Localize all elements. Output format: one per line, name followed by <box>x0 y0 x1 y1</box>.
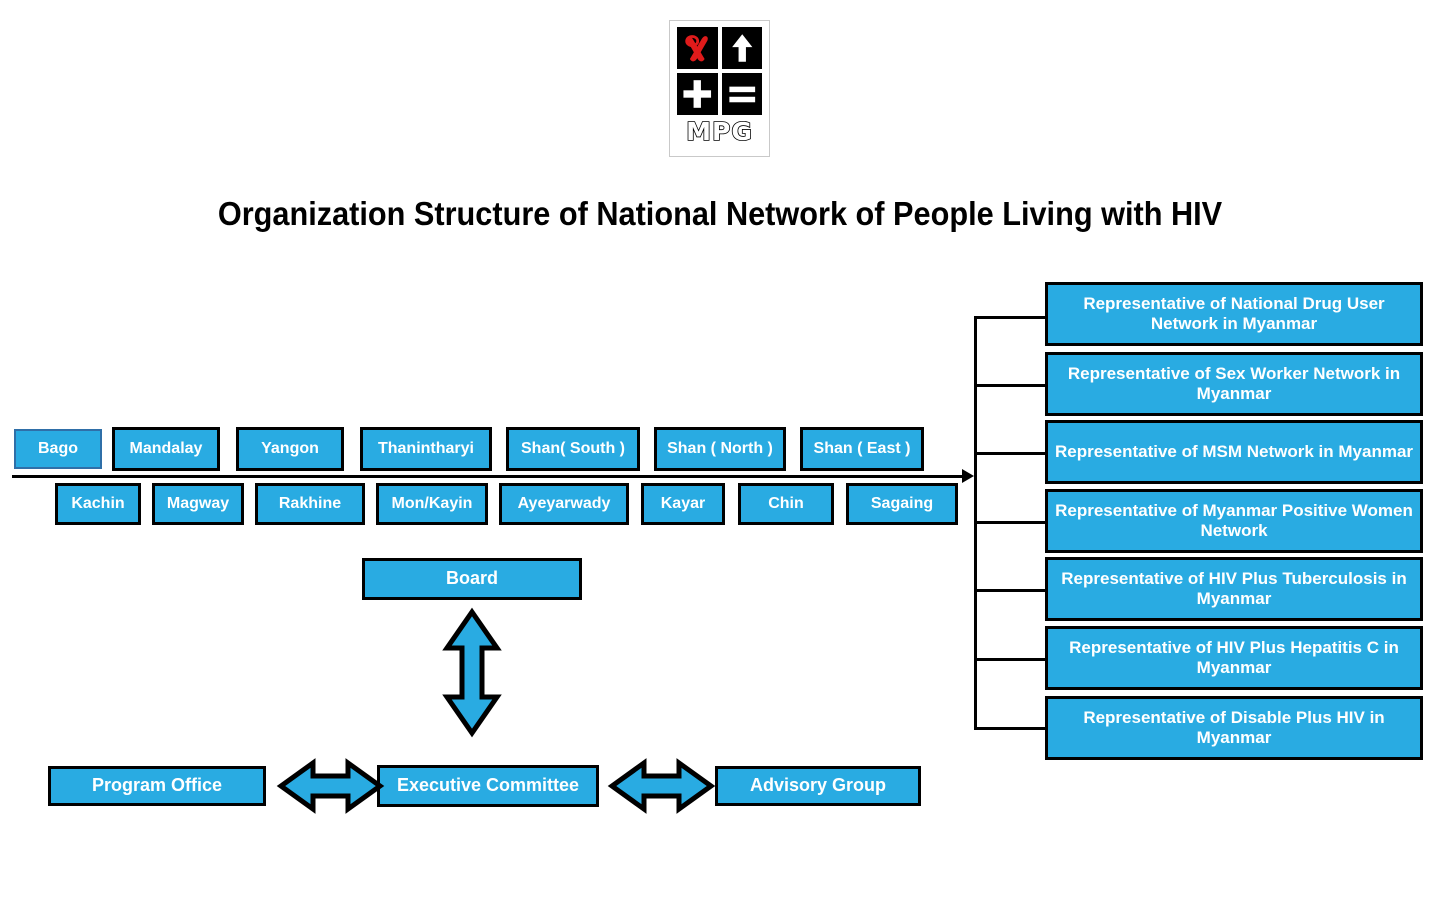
region-label: Bago <box>38 439 78 457</box>
red-aids-ribbon-icon <box>677 27 718 69</box>
region-box-shan-south[interactable]: Shan( South ) <box>506 427 640 471</box>
rep-box-msm-network[interactable]: Representative of MSM Network in Myanmar <box>1045 420 1423 484</box>
rep-label: Representative of Sex Worker Network in … <box>1067 363 1401 403</box>
region-label: Shan ( North ) <box>667 439 773 457</box>
trunk-arrow-head-icon <box>962 469 974 483</box>
region-label: Rakhine <box>278 494 342 512</box>
bracket-stub-7 <box>974 727 1046 730</box>
advisory-group-box[interactable]: Advisory Group <box>715 766 921 806</box>
region-label: Thanintharyi <box>377 439 474 457</box>
executive-committee-label: Executive Committee <box>396 775 580 796</box>
plus-sign-icon <box>677 73 718 115</box>
rep-label: Representative of MSM Network in Myanmar <box>1054 441 1414 461</box>
bracket-stub-6 <box>974 658 1046 661</box>
region-box-magway[interactable]: Magway <box>152 483 244 525</box>
region-box-shan-east[interactable]: Shan ( East ) <box>800 427 924 471</box>
region-box-kayar[interactable]: Kayar <box>641 483 725 525</box>
regions-trunk-line <box>12 475 964 478</box>
region-box-ayeyarwady[interactable]: Ayeyarwady <box>499 483 629 525</box>
rep-label: Representative of Disable Plus HIV in My… <box>1083 707 1385 747</box>
region-box-sagaing[interactable]: Sagaing <box>846 483 958 525</box>
region-label: Mon/Kayin <box>391 494 473 512</box>
rep-label: Representative of National Drug User Net… <box>1083 293 1385 333</box>
region-box-rakhine[interactable]: Rakhine <box>255 483 365 525</box>
bracket-stub-1 <box>974 316 1046 319</box>
board-exec-double-arrow-icon <box>442 607 502 738</box>
up-arrow-icon <box>721 27 762 69</box>
rep-label: Representative of Myanmar Positive Women… <box>1055 500 1413 540</box>
bracket-stub-3 <box>974 452 1046 455</box>
rep-box-sex-worker-network[interactable]: Representative of Sex Worker Network in … <box>1045 352 1423 416</box>
executive-committee-box[interactable]: Executive Committee <box>377 765 599 807</box>
region-label: Mandalay <box>129 439 203 457</box>
logo-wordmark: MPG <box>685 116 753 147</box>
rep-box-hiv-plus-tuberculosis[interactable]: Representative of HIV Plus Tuberculosis … <box>1045 557 1423 621</box>
advisory-group-label: Advisory Group <box>749 775 887 796</box>
region-label: Magway <box>166 494 230 512</box>
board-box[interactable]: Board <box>362 558 582 600</box>
rep-box-national-drug-user-network[interactable]: Representative of National Drug User Net… <box>1045 282 1423 346</box>
region-label: Kayar <box>660 494 706 512</box>
region-label: Shan ( East ) <box>813 439 911 457</box>
region-label: Ayeyarwady <box>517 494 611 512</box>
region-label: Yangon <box>261 439 319 457</box>
region-box-thanintharyi[interactable]: Thanintharyi <box>360 427 492 471</box>
mpg-logo: MPG <box>669 20 770 157</box>
program-office-box[interactable]: Program Office <box>48 766 266 806</box>
board-label: Board <box>445 568 498 589</box>
region-box-bago[interactable]: Bago <box>14 429 102 469</box>
region-label: Sagaing <box>870 494 934 512</box>
bracket-stub-4 <box>974 521 1046 524</box>
rep-box-myanmar-positive-women-network[interactable]: Representative of Myanmar Positive Women… <box>1045 489 1423 553</box>
logo-icon-grid <box>677 27 762 115</box>
region-box-shan-north[interactable]: Shan ( North ) <box>654 427 786 471</box>
exec-advisory-double-arrow-icon <box>607 758 716 814</box>
rep-label: Representative of HIV Plus Tuberculosis … <box>1061 568 1407 608</box>
region-box-chin[interactable]: Chin <box>738 483 834 525</box>
region-label: Kachin <box>71 494 125 512</box>
program-exec-double-arrow-icon <box>276 758 385 814</box>
page-title: Organization Structure of National Netwo… <box>217 195 1223 232</box>
region-box-yangon[interactable]: Yangon <box>236 427 344 471</box>
rep-box-hiv-plus-hepatitis-c[interactable]: Representative of HIV Plus Hepatitis C i… <box>1045 626 1423 690</box>
region-label: Shan( South ) <box>521 439 625 457</box>
equals-sign-icon <box>721 73 762 115</box>
region-box-mon-kayin[interactable]: Mon/Kayin <box>376 483 488 525</box>
region-label: Chin <box>768 494 804 512</box>
bracket-stub-2 <box>974 384 1046 387</box>
region-box-mandalay[interactable]: Mandalay <box>112 427 220 471</box>
region-box-kachin[interactable]: Kachin <box>55 483 141 525</box>
bracket-stub-5 <box>974 589 1046 592</box>
rep-label: Representative of HIV Plus Hepatitis C i… <box>1069 637 1399 677</box>
program-office-label: Program Office <box>91 775 223 796</box>
rep-box-disable-plus-hiv[interactable]: Representative of Disable Plus HIV in My… <box>1045 696 1423 760</box>
